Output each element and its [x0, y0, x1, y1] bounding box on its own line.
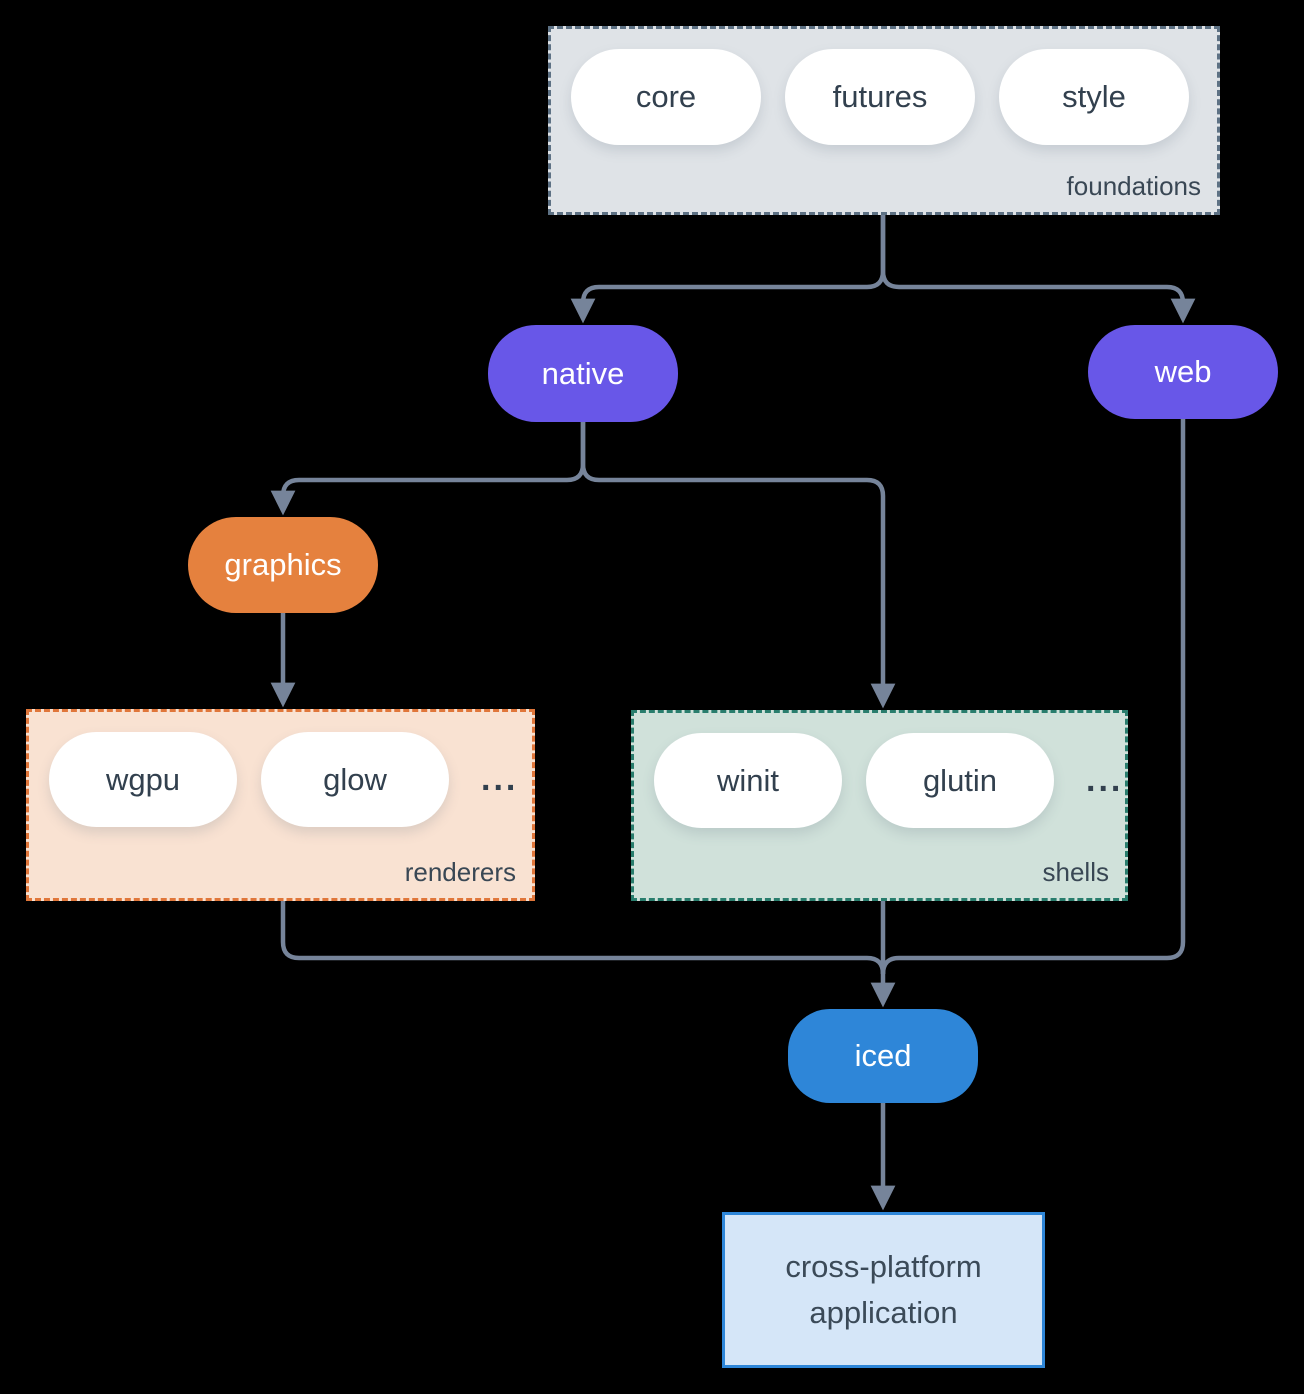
pill-glutin: glutin: [866, 733, 1054, 828]
shells-group: winit glutin ... shells: [631, 710, 1128, 901]
application-label-line1: cross-platform: [785, 1248, 982, 1284]
edge-renderers-merge: [280, 901, 886, 975]
cross-platform-application-box: cross-platform application: [722, 1212, 1045, 1368]
pill-futures: futures: [785, 49, 975, 145]
renderers-ellipsis: ...: [481, 760, 519, 798]
application-label-line2: application: [809, 1295, 958, 1330]
pill-glow: glow: [261, 732, 449, 827]
pill-wgpu: wgpu: [49, 732, 237, 827]
foundations-group: core futures style foundations: [548, 26, 1220, 215]
renderers-group: wgpu glow ... renderers: [26, 709, 535, 901]
foundations-group-label: foundations: [1066, 171, 1201, 201]
shells-group-label: shells: [1042, 857, 1109, 887]
node-iced: iced: [788, 1009, 978, 1103]
renderers-pill-row: wgpu glow ...: [29, 712, 532, 827]
foundations-pill-row: core futures style: [551, 29, 1217, 145]
node-web: web: [1088, 325, 1278, 419]
edge-foundations-native: [570, 215, 886, 324]
node-graphics: graphics: [188, 517, 378, 613]
pill-style: style: [999, 49, 1189, 145]
pill-core: core: [571, 49, 761, 145]
shells-ellipsis: ...: [1086, 761, 1124, 799]
edge-native-shells: [580, 422, 896, 709]
pill-winit: winit: [654, 733, 842, 828]
edge-native-graphics: [270, 422, 586, 516]
shells-pill-row: winit glutin ...: [634, 713, 1125, 828]
renderers-group-label: renderers: [404, 857, 516, 887]
node-native: native: [488, 325, 678, 422]
edge-foundations-web: [880, 215, 1196, 324]
